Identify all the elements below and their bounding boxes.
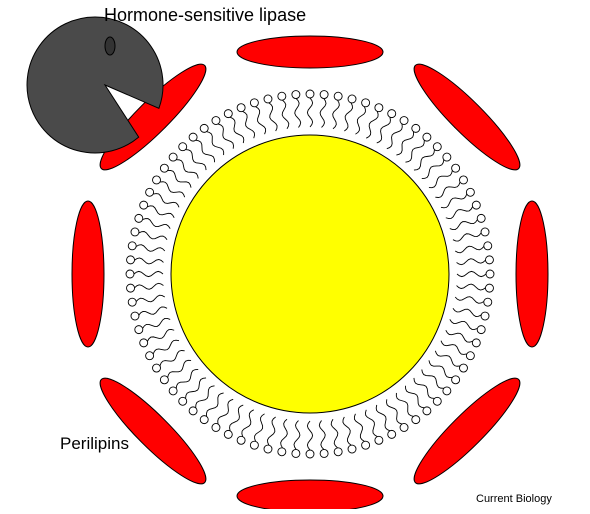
- phospholipid: [405, 133, 430, 162]
- phospholipid: [224, 110, 244, 143]
- perilipin-protein: [90, 368, 216, 494]
- phospholipid: [146, 340, 179, 360]
- phospholipid: [441, 188, 474, 208]
- phospholipid: [435, 176, 467, 198]
- phospholipid: [224, 405, 243, 438]
- perilipins-label: Perilipins: [60, 434, 129, 454]
- phospholipid: [355, 99, 369, 134]
- phospholipid: [453, 308, 489, 320]
- phospholipid: [131, 228, 167, 240]
- phospholipid: [387, 399, 409, 431]
- phospholipid: [292, 421, 300, 458]
- phospholipid: [366, 104, 383, 138]
- hormone-sensitive-lipase-label: Hormone-sensitive lipase: [104, 5, 306, 26]
- phospholipid: [264, 417, 276, 453]
- phospholipid: [146, 188, 179, 207]
- perilipin-protein: [237, 480, 383, 509]
- phospholipid: [278, 92, 289, 129]
- phospholipid: [457, 256, 494, 265]
- phospholipid: [396, 393, 419, 424]
- phospholipid: [306, 90, 314, 127]
- phospholipid: [365, 410, 382, 444]
- phospholipid: [169, 153, 198, 178]
- phospholipid: [446, 201, 480, 218]
- phospholipid: [160, 360, 191, 383]
- phospholipid: [331, 419, 342, 456]
- phospholipid: [429, 164, 460, 187]
- phospholipid: [128, 242, 165, 251]
- phospholipid: [128, 295, 165, 306]
- phospholipid: [455, 297, 492, 306]
- phospholipid: [135, 318, 170, 333]
- phospholipid: [212, 117, 234, 149]
- perilipin-protein: [237, 36, 383, 68]
- phospholipid: [264, 95, 277, 131]
- perilipin-protein: [404, 368, 530, 494]
- phospholipid: [333, 92, 342, 129]
- phospholipid: [278, 419, 287, 456]
- phospholipid: [250, 99, 265, 134]
- phospholipid: [250, 414, 264, 449]
- phospholipid: [344, 95, 356, 131]
- phospholipid: [422, 369, 451, 394]
- phospholipid: [126, 270, 163, 278]
- phospholipid: [237, 104, 254, 138]
- phospholipid: [127, 256, 164, 264]
- phospholipid: [354, 414, 369, 449]
- phospholipid: [127, 283, 164, 292]
- phospholipid: [429, 360, 460, 383]
- phospholipid: [153, 351, 185, 373]
- phospholipid: [446, 330, 480, 347]
- phospholipid: [306, 421, 314, 458]
- source-credit: Current Biology: [476, 493, 552, 505]
- phospholipid: [450, 319, 485, 333]
- phospholipid: [457, 284, 494, 292]
- lipase-eye: [105, 37, 115, 55]
- phospholipid: [237, 410, 254, 444]
- phospholipid: [292, 91, 301, 128]
- phospholipid: [131, 307, 167, 320]
- phospholipid: [320, 91, 328, 128]
- phospholipid: [140, 329, 174, 346]
- phospholipid: [450, 214, 485, 229]
- phospholipid: [441, 341, 474, 360]
- perilipin-protein: [404, 54, 530, 180]
- phospholipid: [135, 214, 170, 228]
- phospholipid: [189, 386, 214, 415]
- phospholipid: [140, 201, 174, 218]
- perilipin-protein: [516, 201, 548, 347]
- phospholipid: [455, 242, 492, 253]
- neutral-lipid-core: [171, 135, 449, 413]
- phospholipid: [343, 417, 356, 453]
- phospholipid: [200, 124, 223, 155]
- phospholipid: [377, 110, 396, 143]
- phospholipid: [457, 270, 494, 278]
- phospholipid: [453, 228, 489, 241]
- phospholipid: [160, 164, 191, 187]
- phospholipid: [319, 421, 328, 458]
- phospholipid: [376, 405, 396, 438]
- perilipin-protein: [72, 201, 104, 347]
- phospholipid: [396, 124, 419, 155]
- phospholipid: [200, 393, 223, 424]
